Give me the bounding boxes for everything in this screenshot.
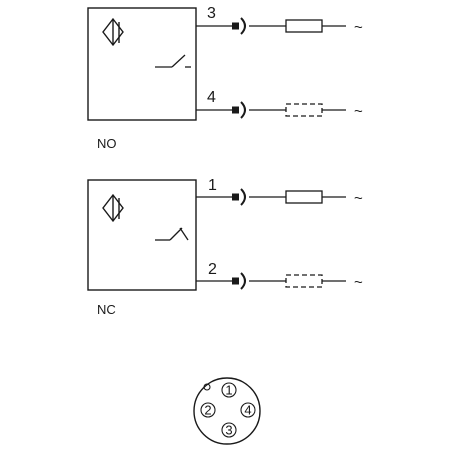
nc-sensor-box	[87, 179, 197, 291]
load-resistor-dashed	[285, 103, 323, 117]
load-resistor-solid	[285, 190, 323, 204]
ac-terminal-symbol: ~	[354, 19, 363, 36]
ac-terminal-symbol: ~	[354, 103, 363, 120]
connector-outline	[193, 377, 261, 445]
connector-pin: 3	[221, 422, 237, 438]
normally-open-switch-icon	[155, 54, 191, 68]
plug-contact-icon	[232, 188, 246, 206]
pin-number: 4	[207, 89, 216, 106]
pin-number: 2	[208, 261, 217, 278]
nc-block-label: NC	[97, 302, 116, 317]
connector-pin: 1	[221, 382, 237, 398]
no-pin-line-bottom	[196, 101, 346, 119]
nc-pin-line-bottom	[196, 272, 346, 290]
svg-text:1: 1	[225, 383, 232, 398]
plug-contact-icon	[232, 101, 246, 119]
inductive-sensor-icon	[102, 17, 124, 47]
ac-terminal-symbol: ~	[354, 190, 363, 207]
no-pin-line-top	[196, 17, 346, 35]
svg-text:3: 3	[225, 423, 232, 438]
load-resistor-dashed	[285, 274, 323, 288]
pin-number: 1	[208, 177, 217, 194]
svg-text:2: 2	[204, 403, 211, 418]
ac-terminal-symbol: ~	[354, 274, 363, 291]
inductive-sensor-icon	[102, 193, 124, 223]
normally-closed-switch-icon	[155, 227, 189, 241]
no-block-label: NO	[97, 136, 117, 151]
nc-pin-line-top	[196, 188, 346, 206]
m12-connector: 1 2 3 4	[193, 377, 261, 445]
connector-pin: 4	[240, 402, 256, 418]
no-sensor-box	[87, 7, 197, 121]
plug-contact-icon	[232, 272, 246, 290]
plug-contact-icon	[232, 17, 246, 35]
no-block: 3 ~ 4 ~ NO	[87, 5, 363, 151]
nc-block: 1 ~ 2 ~ NC	[87, 177, 363, 317]
connector-key-notch	[203, 383, 211, 391]
svg-text:4: 4	[244, 403, 251, 418]
pin-number: 3	[207, 5, 216, 22]
connector-pin: 2	[200, 402, 216, 418]
load-resistor-solid	[285, 19, 323, 33]
